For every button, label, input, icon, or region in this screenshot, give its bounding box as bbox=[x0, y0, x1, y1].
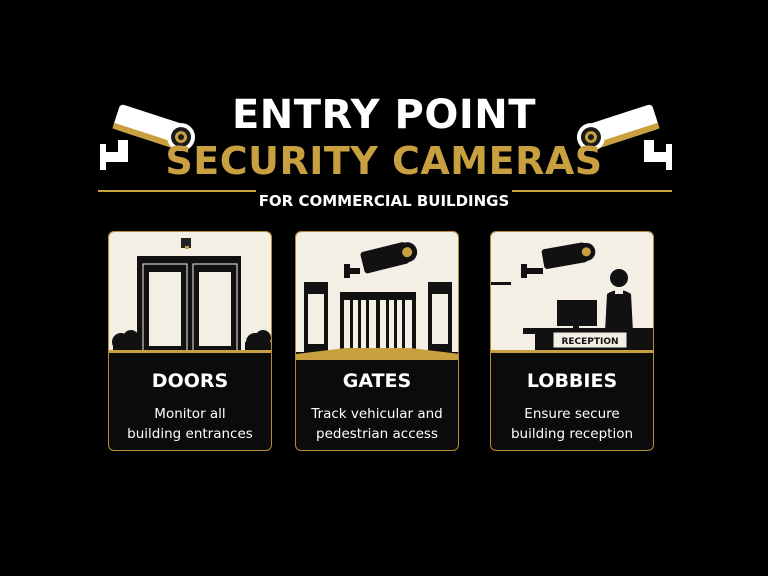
card-heading: LOBBIES bbox=[526, 370, 618, 392]
card-gates: GATES Track vehicular and pedestrian acc… bbox=[295, 231, 459, 451]
card-doors: DOORS Monitor all building entrances bbox=[108, 231, 272, 451]
card-description-line: Track vehicular and bbox=[311, 406, 443, 422]
card-heading: DOORS bbox=[151, 370, 229, 392]
desk-sign-text: RECEPTION bbox=[561, 337, 618, 347]
card-description: Track vehicular and pedestrian access bbox=[296, 404, 458, 444]
reception-desk-icon: RECEPTION bbox=[491, 232, 653, 353]
divider-left bbox=[98, 190, 256, 192]
card-heading: GATES bbox=[342, 370, 412, 392]
security-camera-icon bbox=[100, 104, 196, 170]
title-line1: ENTRY POINT bbox=[231, 92, 537, 138]
subtitle: FOR COMMERCIAL BUILDINGS bbox=[258, 192, 510, 210]
card-lobbies: RECEPTION LOBBIES Ensure secure building… bbox=[490, 231, 654, 451]
title-line2: SECURITY CAMERAS bbox=[165, 139, 603, 183]
card-description: Monitor all building entrances bbox=[109, 404, 271, 444]
gate-icon bbox=[296, 232, 458, 360]
card-description-line: Ensure secure bbox=[524, 406, 620, 422]
security-camera-icon bbox=[576, 104, 672, 170]
double-door-icon bbox=[109, 232, 271, 353]
card-description: Ensure secure building reception bbox=[491, 404, 653, 444]
card-description-line: building entrances bbox=[127, 426, 253, 442]
card-description-line: Monitor all bbox=[154, 406, 226, 422]
card-description-line: pedestrian access bbox=[316, 426, 438, 442]
divider-right bbox=[512, 190, 672, 192]
card-description-line: building reception bbox=[510, 426, 634, 442]
